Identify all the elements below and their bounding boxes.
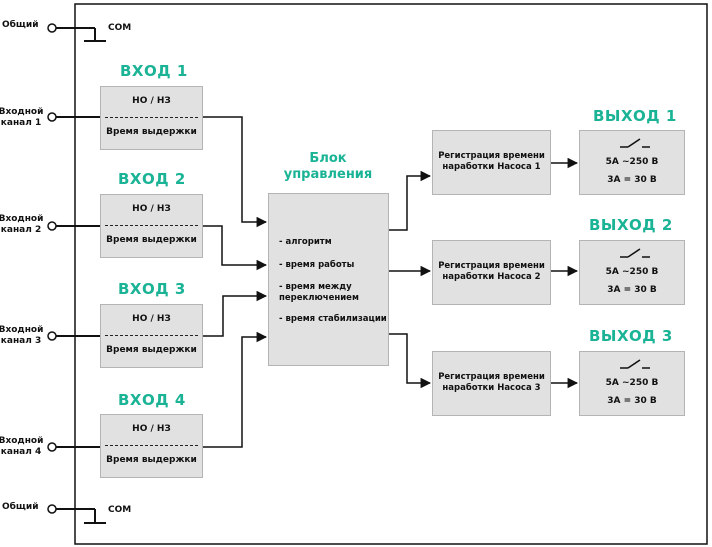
- output-2-title: ВЫХОД 2: [589, 216, 673, 234]
- relay-contact-1-icon: [620, 138, 650, 148]
- arrow-input-1-to-control: [203, 116, 268, 228]
- input-4-box: НО / НЗ Время выдержки: [100, 414, 203, 478]
- control-item-algorithm: - алгоритм: [279, 237, 332, 247]
- input-1-box: НО / НЗ Время выдержки: [100, 86, 203, 150]
- output-1-title: ВЫХОД 1: [593, 107, 677, 125]
- input-1-mode: НО / НЗ: [132, 96, 171, 106]
- com-label-bottom: COM: [108, 505, 132, 515]
- common-label-top: Общий: [2, 20, 39, 30]
- input-1-title: ВХОД 1: [120, 62, 188, 80]
- input-2-divider: [105, 225, 198, 226]
- terminal-input-1: [47, 112, 57, 122]
- input-3-mode: НО / НЗ: [132, 314, 171, 324]
- output-2-line1: 5A ~250 B: [605, 267, 659, 277]
- device-frame: [74, 3, 708, 545]
- input-1-divider: [105, 117, 198, 118]
- registration-3-box: Регистрация времени наработки Насоса 3: [432, 351, 551, 416]
- terminal-input-3: [47, 331, 57, 341]
- output-1-line1: 5A ~250 B: [605, 157, 659, 167]
- terminal-input-2: [47, 221, 57, 231]
- registration-2-text: Регистрация времени наработки Насоса 2: [438, 261, 545, 282]
- terminal-common-top: [47, 23, 57, 33]
- output-1-line2: 3A = 30 B: [607, 175, 657, 185]
- input-3-title: ВХОД 3: [118, 280, 186, 298]
- input-3-box: НО / НЗ Время выдержки: [100, 304, 203, 368]
- input-4-delay: Время выдержки: [106, 455, 197, 465]
- input-2-delay: Время выдержки: [106, 235, 197, 245]
- relay-contact-2-icon: [620, 248, 650, 258]
- input-2-title: ВХОД 2: [118, 170, 186, 188]
- terminal-input-4: [47, 442, 57, 452]
- channel-label-3: Входной канал 3: [0, 325, 44, 346]
- input-2-mode: НО / НЗ: [132, 204, 171, 214]
- input-4-mode: НО / НЗ: [132, 424, 171, 434]
- com-label-top: COM: [108, 23, 132, 33]
- input-4-divider: [105, 445, 198, 446]
- output-3-line1: 5A ~250 B: [605, 378, 659, 388]
- common-label-bottom: Общий: [2, 502, 39, 512]
- relay-contact-3-icon: [620, 359, 650, 369]
- control-box: - алгоритм - время работы - время между …: [268, 193, 389, 366]
- output-1-box: 5A ~250 B 3A = 30 B: [579, 130, 685, 195]
- input-4-title: ВХОД 4: [118, 391, 186, 409]
- registration-1-text: Регистрация времени наработки Насоса 1: [438, 151, 545, 172]
- control-item-stabilization: - время стабилизации: [279, 314, 387, 324]
- arrow-input-3-to-control: [203, 290, 268, 337]
- output-3-box: 5A ~250 B 3A = 30 B: [579, 351, 685, 416]
- control-item-run-time: - время работы: [279, 260, 355, 270]
- input-3-divider: [105, 335, 198, 336]
- terminal-common-bottom: [47, 504, 57, 514]
- control-item-switch-interval: - время между переключением: [279, 282, 359, 303]
- arrow-input-2-to-control: [203, 225, 268, 271]
- output-3-line2: 3A = 30 B: [607, 396, 657, 406]
- control-title: Блок управления: [283, 151, 373, 182]
- registration-3-text: Регистрация времени наработки Насоса 3: [438, 372, 545, 393]
- registration-2-box: Регистрация времени наработки Насоса 2: [432, 240, 551, 305]
- output-2-line2: 3A = 30 B: [607, 285, 657, 295]
- arrow-control-to-reg-3: [389, 333, 432, 389]
- input-2-box: НО / НЗ Время выдержки: [100, 194, 203, 258]
- input-3-delay: Время выдержки: [106, 345, 197, 355]
- channel-label-4: Входной канал 4: [0, 436, 44, 457]
- arrow-input-4-to-control: [203, 331, 268, 448]
- input-1-delay: Время выдержки: [106, 127, 197, 137]
- output-3-title: ВЫХОД 3: [589, 327, 673, 345]
- registration-1-box: Регистрация времени наработки Насоса 1: [432, 130, 551, 195]
- channel-label-2: Входной канал 2: [0, 214, 44, 235]
- channel-label-1: Входной канал 1: [0, 107, 44, 128]
- output-2-box: 5A ~250 B 3A = 30 B: [579, 240, 685, 305]
- arrow-control-to-reg-1: [389, 170, 432, 231]
